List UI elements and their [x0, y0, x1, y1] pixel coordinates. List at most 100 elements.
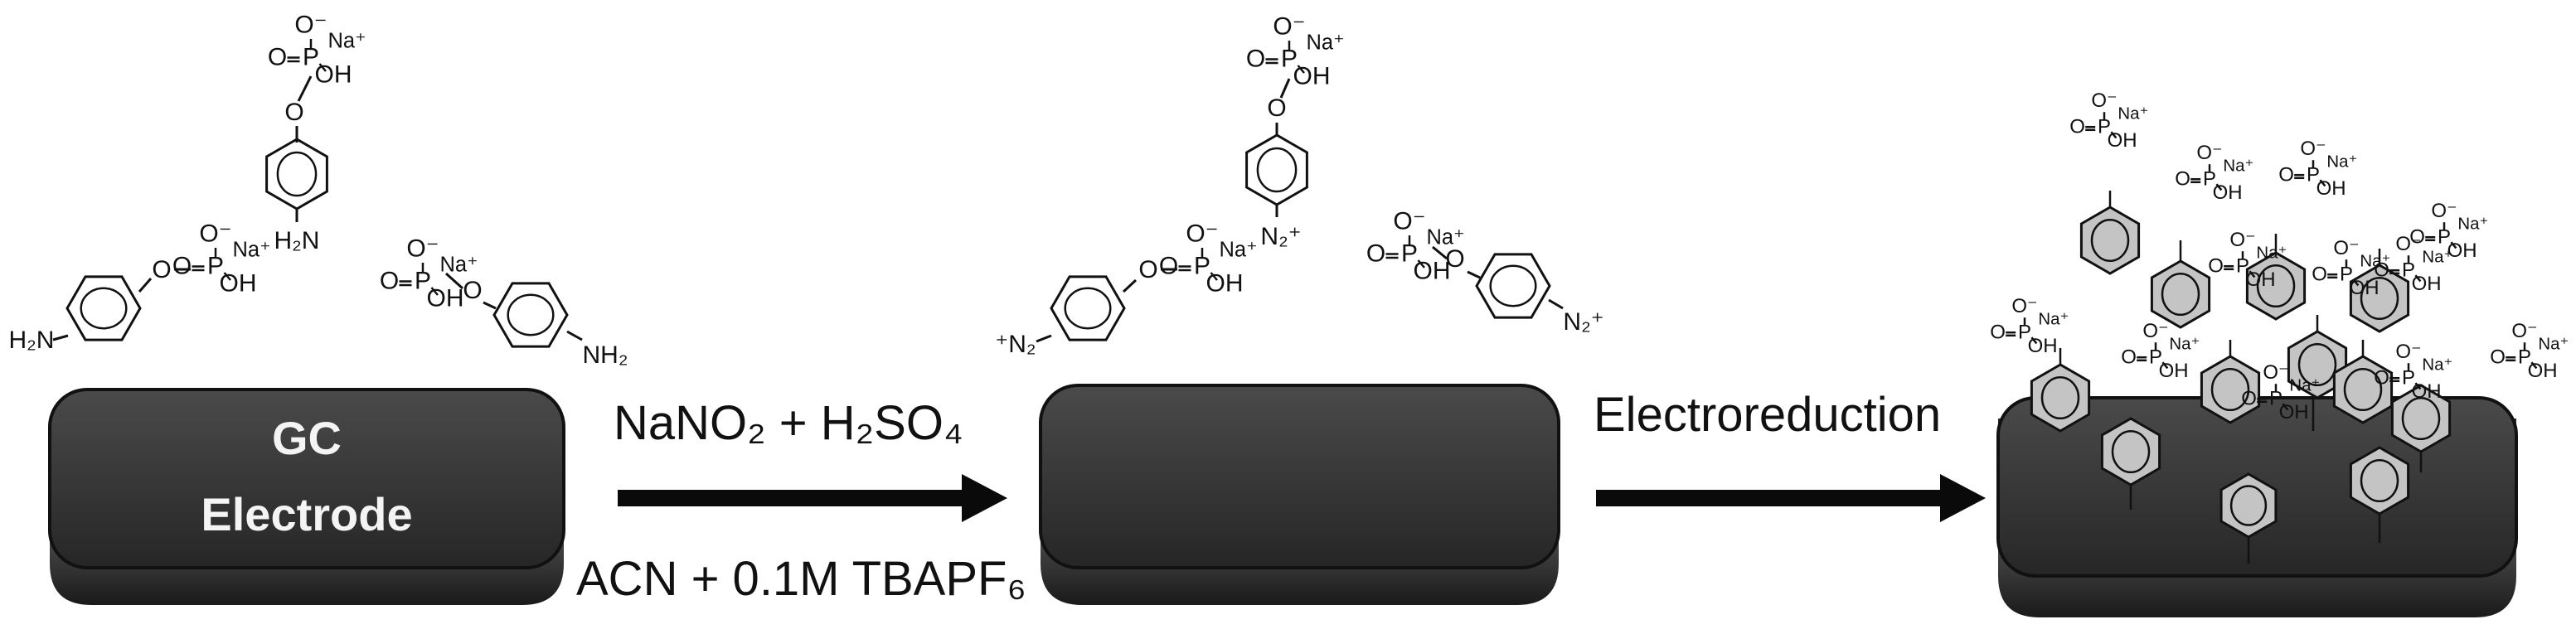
- bond: [2215, 183, 2223, 191]
- bond: [483, 301, 497, 310]
- phosphorus-label: P: [2236, 254, 2249, 277]
- oxygen-label: O: [2175, 167, 2190, 190]
- benzene-ring: [1245, 133, 1308, 206]
- oxygen-anion-label: O⁻: [2011, 295, 2037, 317]
- bond: [138, 278, 153, 293]
- amine-label: NH₂: [583, 341, 628, 369]
- bond: [318, 63, 327, 72]
- bond: [2161, 361, 2169, 370]
- sodium-label: Na⁺: [2422, 249, 2452, 267]
- oxygen-label: O: [2121, 346, 2137, 368]
- aromatic-circle: [2090, 218, 2130, 263]
- benzene-ring: [2030, 363, 2091, 433]
- oxygen-anion-label: O⁻: [2333, 237, 2359, 259]
- reagent-top: NaNO₂ + H₂SO₄: [614, 396, 963, 450]
- oxygen-label: O: [380, 268, 399, 295]
- bond: [2414, 274, 2422, 283]
- phosphorus-label: P: [2307, 163, 2320, 186]
- bond: [2450, 241, 2457, 249]
- benzene-ring: [1050, 275, 1126, 341]
- sodium-label: Na⁺: [2457, 215, 2488, 234]
- benzene-ring: [2349, 264, 2410, 333]
- sodium-label: Na⁺: [327, 30, 366, 53]
- oxygen-label: O: [284, 99, 303, 126]
- sodium-label: Na⁺: [2256, 244, 2287, 263]
- phosphorus-label: P: [2203, 167, 2216, 190]
- bond: [2030, 336, 2038, 345]
- aromatic-circle: [2360, 276, 2399, 321]
- aromatic-circle: [80, 287, 128, 330]
- benzene-ring: [65, 275, 142, 341]
- oxygen-anion-label: O⁻: [2395, 233, 2421, 255]
- electrode-label-line2: Electrode: [201, 488, 412, 540]
- electroreduction-label: Electroreduction: [1594, 388, 1941, 442]
- oxygen-label: O: [2374, 366, 2389, 389]
- oxygen-anion-label: O⁻: [2091, 90, 2117, 112]
- benzene-ring: [1475, 253, 1551, 319]
- phosphorus-label: P: [1194, 253, 1210, 280]
- bond: [1210, 272, 1218, 281]
- bond: [430, 287, 439, 296]
- diazonium-label: ⁺N₂: [995, 331, 1036, 358]
- aromatic-circle: [507, 293, 555, 336]
- bond: [1548, 298, 1564, 310]
- oxygen-anion-label: O⁻: [2229, 229, 2255, 251]
- sodium-label: Na⁺: [2289, 377, 2320, 395]
- reagent-bottom: ACN + 0.1M TBAPF₆: [576, 552, 1026, 606]
- sodium-label: Na⁺: [2538, 336, 2569, 354]
- bond: [566, 330, 583, 341]
- oxygen-label: O: [2278, 163, 2294, 186]
- phosphorus-label: P: [1401, 240, 1418, 268]
- sodium-label: Na⁺: [439, 254, 478, 277]
- sodium-label: Na⁺: [2038, 311, 2069, 329]
- bond: [1432, 245, 1448, 260]
- bond: [444, 272, 464, 290]
- sodium-label: Na⁺: [2422, 356, 2452, 375]
- phosphorus-label: P: [1281, 46, 1298, 73]
- aromatic-circle: [276, 151, 318, 197]
- bond: [223, 272, 231, 281]
- phosphorus-label: P: [2518, 346, 2531, 368]
- aromatic-circle: [2161, 272, 2200, 317]
- oxygen-label: O: [1445, 245, 1464, 273]
- phosphorus-label: P: [2438, 225, 2451, 248]
- bond: [1297, 65, 1305, 74]
- oxygen-label: O: [1267, 94, 1286, 122]
- oxygen-label: O: [463, 277, 482, 304]
- phosphorus-label: P: [2402, 259, 2415, 281]
- oxygen-anion-label: O⁻: [2511, 320, 2537, 342]
- bond: [297, 75, 313, 102]
- oxygen-label: O: [152, 256, 171, 283]
- sodium-label: Na⁺: [2326, 153, 2357, 172]
- oxygen-anion-label: O⁻: [2395, 341, 2421, 363]
- oxygen-anion-label: O⁻: [2300, 138, 2326, 160]
- oxygen-label: O: [268, 44, 287, 71]
- oxygen-label: O: [2208, 254, 2224, 277]
- diazonium-label: N₂⁺: [1260, 223, 1301, 250]
- aromatic-circle: [1064, 287, 1112, 330]
- oxygen-anion-label: O⁻: [1186, 220, 1218, 248]
- oxygen-anion-label: O⁻: [1393, 208, 1425, 235]
- amine-label: H₂N: [274, 227, 320, 254]
- bond: [2352, 278, 2360, 287]
- phosphorus-label: P: [2340, 263, 2353, 285]
- aromatic-circle: [2111, 429, 2151, 474]
- aromatic-circle: [2297, 342, 2337, 387]
- oxygen-anion-label: O⁻: [199, 220, 231, 248]
- aromatic-circle: [1256, 147, 1298, 193]
